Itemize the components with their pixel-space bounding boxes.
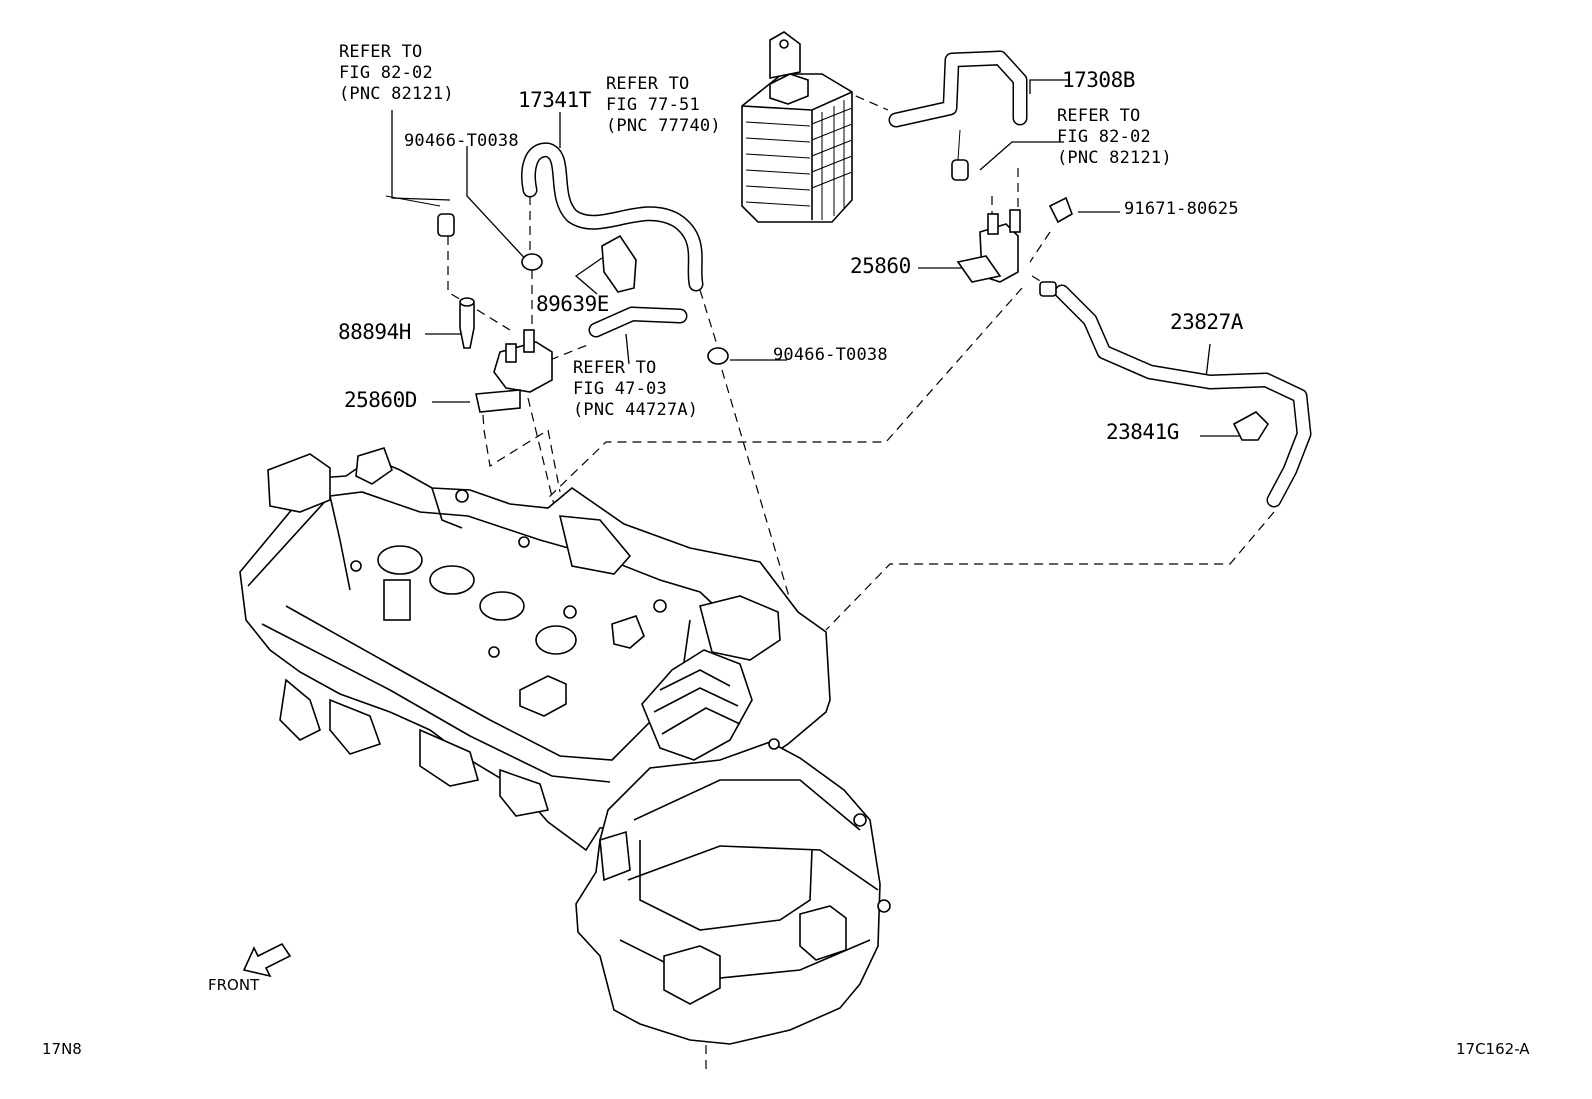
- ref-line: FIG 77-51: [606, 95, 700, 115]
- ref-line: FIG 82-02: [339, 63, 433, 83]
- ref-line: FIG 82-02: [1057, 127, 1151, 147]
- small-parts: [437, 159, 1270, 441]
- part-90466-mid[interactable]: 90466-T0038: [773, 345, 888, 365]
- ref-line: REFER TO: [573, 358, 657, 378]
- part-90466-top[interactable]: 90466-T0038: [404, 131, 519, 151]
- dashed-leader-lines: [447, 89, 1275, 1074]
- ref-line: (PNC 44727A): [573, 400, 699, 420]
- ref-line: REFER TO: [606, 74, 690, 94]
- ref-line: (PNC 77740): [606, 116, 721, 136]
- ref-fig-82-02-right: REFER TO FIG 82-02 (PNC 82121): [1057, 106, 1172, 169]
- part-17341T[interactable]: 17341T: [518, 88, 591, 112]
- transmission-housing: [575, 738, 891, 1045]
- ref-fig-82-02-left: REFER TO FIG 82-02 (PNC 82121): [339, 42, 454, 105]
- ref-line: (PNC 82121): [339, 84, 454, 104]
- part-88894H[interactable]: 88894H: [338, 320, 411, 344]
- ref-line: REFER TO: [339, 42, 423, 62]
- front-label: FRONT: [208, 976, 260, 994]
- part-23827A[interactable]: 23827A: [1170, 310, 1243, 334]
- part-17308B[interactable]: 17308B: [1062, 68, 1135, 92]
- ref-fig-47-03: REFER TO FIG 47-03 (PNC 44727A): [573, 358, 698, 421]
- part-23841G[interactable]: 23841G: [1106, 420, 1179, 444]
- part-25860[interactable]: 25860: [850, 254, 911, 278]
- front-arrow-icon: [242, 942, 292, 978]
- footer-left-code: 17N8: [42, 1040, 82, 1058]
- part-91671-80625[interactable]: 91671-80625: [1124, 199, 1239, 219]
- part-89639E[interactable]: 89639E: [536, 292, 609, 316]
- charcoal-canister: [741, 31, 853, 223]
- ref-fig-77-51: REFER TO FIG 77-51 (PNC 77740): [606, 74, 721, 137]
- ref-line: (PNC 82121): [1057, 148, 1172, 168]
- hoses: [385, 50, 1312, 508]
- part-25860D[interactable]: 25860D: [344, 388, 417, 412]
- engine-block: [239, 447, 831, 852]
- footer-right-code: 17C162-A: [1456, 1040, 1530, 1058]
- ref-line: REFER TO: [1057, 106, 1141, 126]
- ref-line: FIG 47-03: [573, 379, 667, 399]
